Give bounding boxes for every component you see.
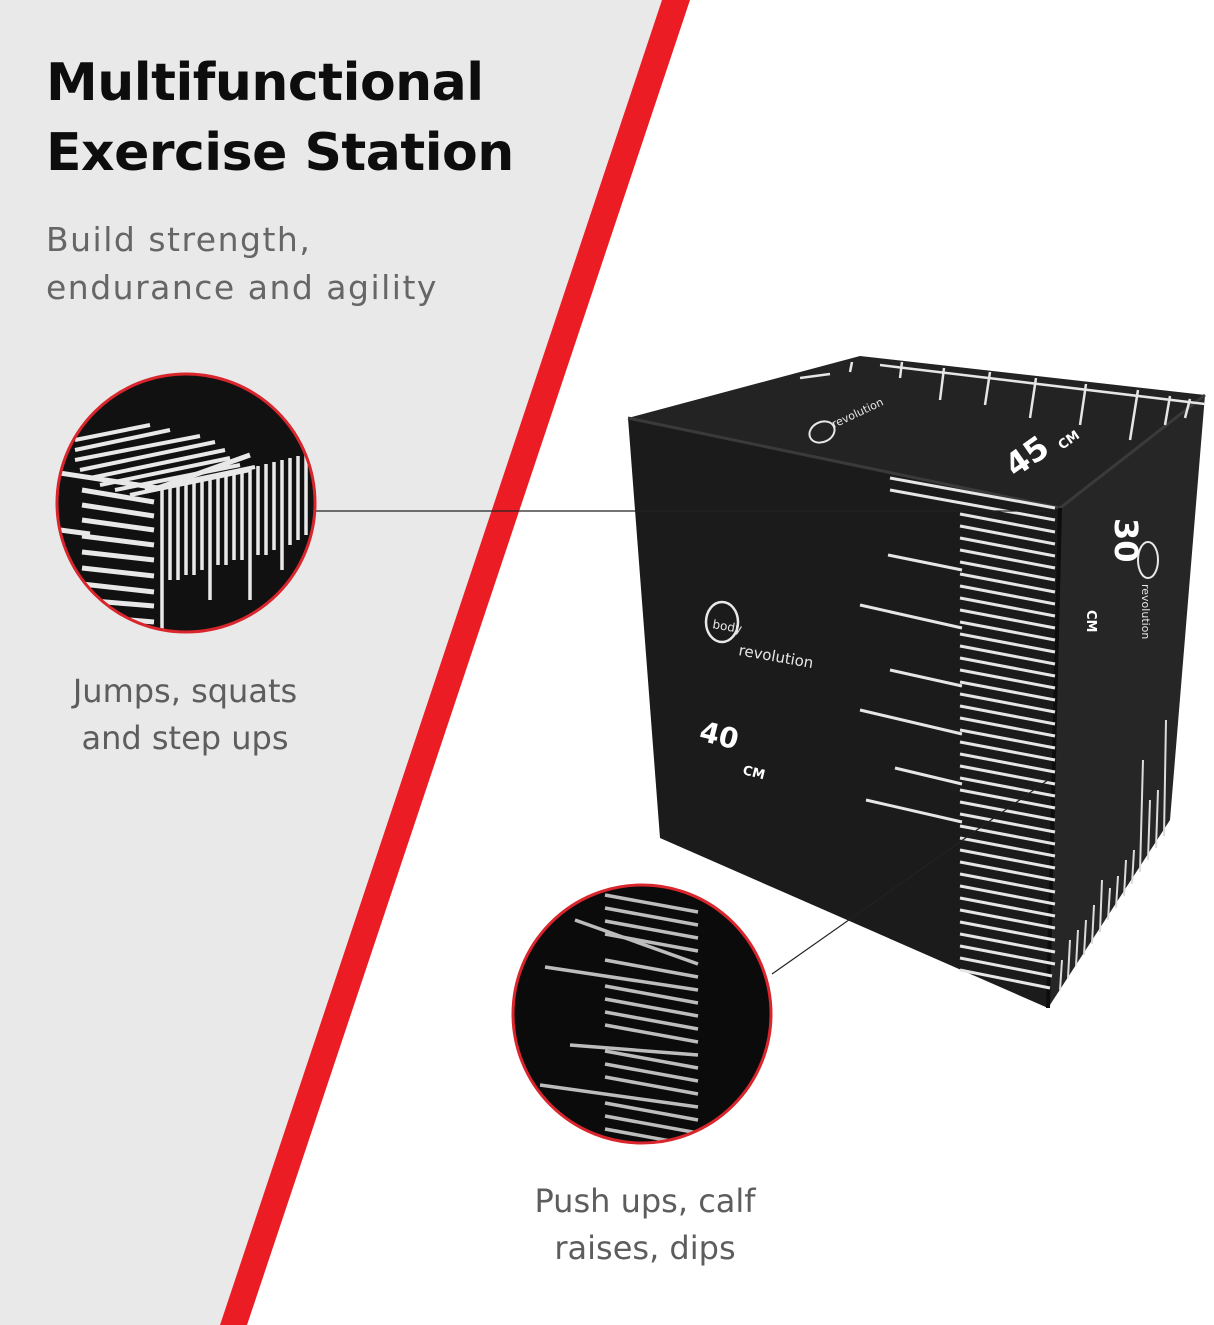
- callout-caption-jumps: Jumps, squats and step ups: [40, 668, 330, 762]
- callout-connector-2: [771, 779, 1049, 975]
- svg-text:CM: CM: [741, 763, 766, 783]
- dimension-label-40: 40 CM: [696, 715, 766, 784]
- svg-text:30: 30: [1107, 518, 1145, 563]
- subtitle-line-1: Build strength,: [46, 220, 312, 259]
- page-subtitle: Build strength, endurance and agility: [46, 216, 438, 312]
- headline-line-2: Exercise Station: [46, 123, 514, 183]
- page-headline: Multifunctional Exercise Station: [46, 48, 514, 188]
- headline-line-1: Multifunctional: [46, 53, 484, 113]
- box-front-face: [628, 418, 1060, 1008]
- caption-line-2: and step ups: [81, 719, 289, 757]
- svg-text:CM: CM: [1083, 610, 1098, 632]
- svg-text:body: body: [711, 617, 743, 636]
- box-right-face: [1048, 395, 1205, 1008]
- top-ruler: [799, 361, 1206, 441]
- red-diagonal-stripe: [220, 0, 690, 1325]
- caption-line-1: Push ups, calf: [534, 1182, 756, 1220]
- subtitle-line-2: endurance and agility: [46, 268, 438, 307]
- callout-zoom-circle-2: [511, 883, 773, 1145]
- box-top-face: [628, 356, 1205, 508]
- caption-line-2: raises, dips: [554, 1229, 736, 1267]
- caption-line-1: Jumps, squats: [72, 672, 298, 710]
- gray-panel: [0, 0, 662, 1325]
- front-ruler-band: [889, 476, 1056, 990]
- svg-text:revolution: revolution: [1139, 584, 1152, 639]
- callout-caption-pushups: Push ups, calf raises, dips: [480, 1178, 810, 1272]
- side-ruler: [1059, 719, 1167, 991]
- plyo-box-image: body revolution revolution revolution 45…: [627, 356, 1206, 1009]
- dimension-label-30: 30 CM: [1083, 518, 1145, 632]
- front-ruler-major-ticks: [859, 553, 963, 824]
- brand-logo-side: revolution: [1137, 541, 1159, 639]
- callout-zoom-circle-1: [55, 372, 317, 634]
